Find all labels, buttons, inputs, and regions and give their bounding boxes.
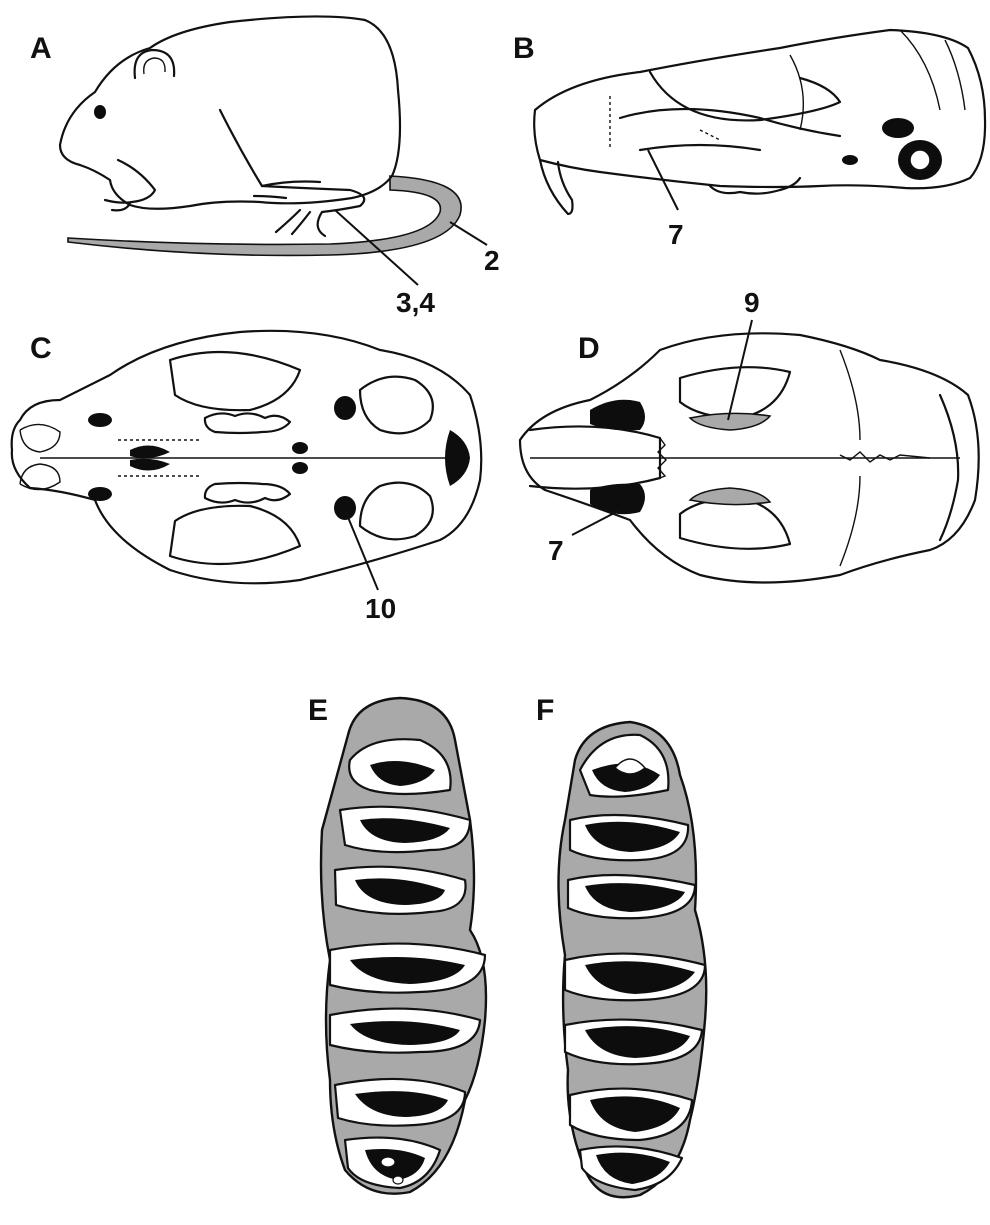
front-leg bbox=[105, 160, 155, 210]
ear bbox=[135, 50, 175, 78]
panel-b-skull-lateral: B 7 bbox=[513, 30, 985, 250]
panel-e-molar-row: E bbox=[308, 694, 486, 1194]
body-outline bbox=[60, 16, 400, 208]
callout-skull-top-bottom: 7 bbox=[548, 535, 564, 566]
panel-b-label: B bbox=[513, 32, 535, 65]
incisor bbox=[540, 160, 573, 214]
callout-tail: 2 bbox=[484, 245, 500, 276]
callout-hindfoot: 3,4 bbox=[396, 287, 435, 318]
callout-skull-top-left: 9 bbox=[744, 287, 760, 318]
panel-f-molar-row: F bbox=[536, 694, 706, 1197]
eye bbox=[94, 105, 106, 119]
panel-d-skull-dorsal: D 9 7 bbox=[520, 287, 979, 583]
panel-a-rodent-drawing: A 2 3,4 bbox=[30, 16, 500, 318]
skull-ventral-outline bbox=[12, 331, 482, 584]
panel-f-label: F bbox=[536, 694, 554, 727]
callout-skull-side: 7 bbox=[668, 219, 684, 250]
panel-c-skull-ventral: C 10 bbox=[12, 331, 482, 624]
tail-shape bbox=[68, 176, 461, 255]
panel-e-label: E bbox=[308, 694, 328, 727]
panel-c-label: C bbox=[30, 332, 52, 365]
hind-foot bbox=[254, 186, 364, 236]
callout-skull-bottom: 10 bbox=[365, 593, 396, 624]
panel-d-label: D bbox=[578, 332, 600, 365]
panel-a-label: A bbox=[30, 32, 52, 65]
gray-region-bottom bbox=[690, 488, 770, 505]
